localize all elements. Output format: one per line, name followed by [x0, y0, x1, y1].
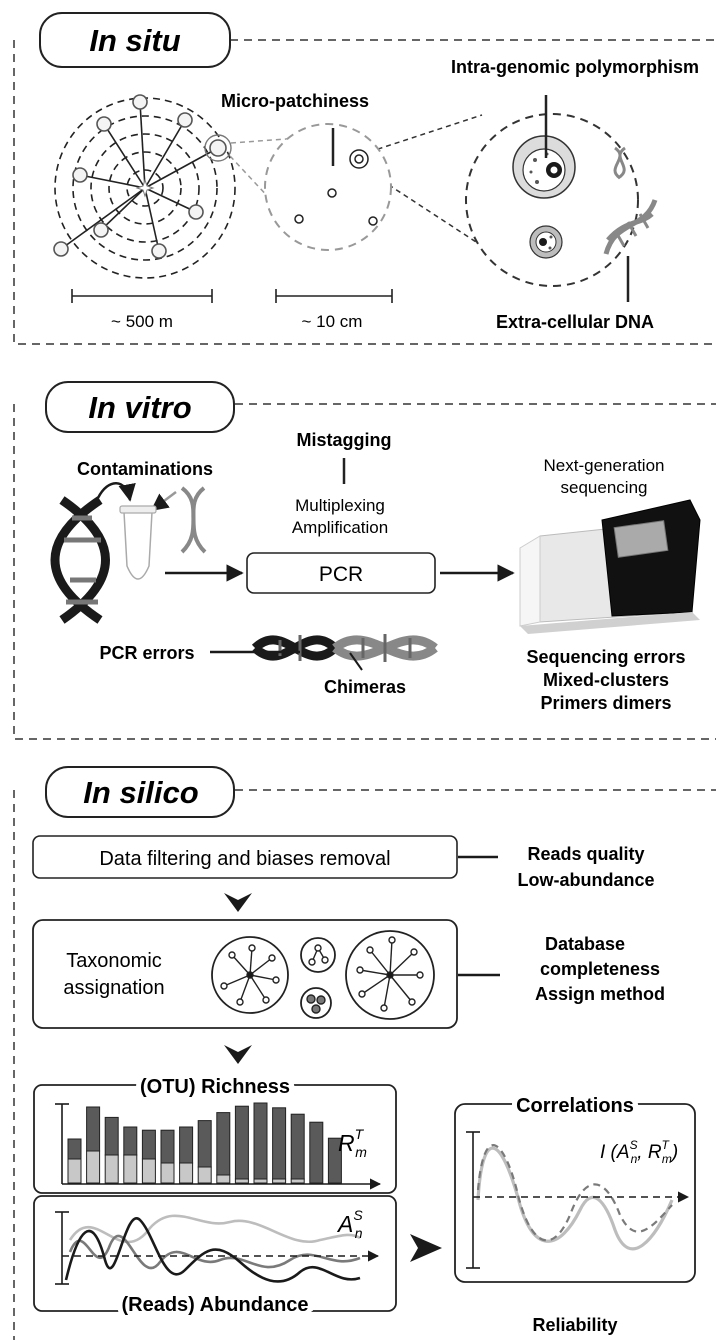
- in-situ-frame: [13, 39, 716, 345]
- taxonomy-clusters-icon: [211, 930, 435, 1020]
- richness-bar-top: [179, 1126, 194, 1164]
- abundance-label: (Reads) Abundance: [121, 1294, 308, 1316]
- assign-method-label: Assign method: [535, 984, 665, 1004]
- chimera-dna-icon: [251, 634, 438, 662]
- correlation-chart: [476, 1144, 674, 1251]
- richness-bar-top: [123, 1126, 138, 1156]
- in-silico-title: In silico: [83, 775, 198, 810]
- dna-large-icon: [603, 199, 658, 255]
- in-situ-section: In situ: [13, 12, 716, 345]
- multiplexing-label: Multiplexing: [295, 496, 385, 515]
- richness-bar-top: [272, 1107, 287, 1180]
- chimeras-label: Chimeras: [324, 677, 406, 697]
- dna-helix-icon: [50, 496, 110, 624]
- completeness-label: completeness: [540, 959, 660, 979]
- in-silico-title-box: [45, 766, 235, 818]
- ngs-label-line1: Next-generation: [544, 456, 665, 475]
- primers-dimers-label: Primers dimers: [540, 693, 671, 713]
- in-situ-title-box: [39, 12, 231, 68]
- correlation-axes: [466, 1131, 690, 1269]
- richness-bar-bottom: [290, 1178, 305, 1184]
- abundance-panel: [33, 1195, 397, 1312]
- richness-bar-top: [104, 1116, 119, 1156]
- scale-500m-label: ~ 500 m: [111, 312, 173, 331]
- richness-bar-top: [67, 1138, 82, 1160]
- richness-bar-bottom: [160, 1162, 175, 1184]
- amplification-label: Amplification: [292, 518, 388, 537]
- right-arrow: [410, 1234, 442, 1262]
- in-vitro-section: In vitro Mistagging Multiplexing Amplifi…: [13, 381, 716, 740]
- richness-chart: [67, 1102, 342, 1184]
- cells-icon: [465, 95, 639, 287]
- richness-bar-bottom: [86, 1150, 101, 1184]
- richness-bar-top: [197, 1120, 212, 1168]
- in-vitro-title: In vitro: [88, 390, 191, 425]
- micro-patch-icon: [264, 123, 392, 251]
- richness-bar-bottom: [179, 1162, 194, 1184]
- richness-bar-top: [253, 1102, 268, 1180]
- in-vitro-title-box: [45, 381, 235, 433]
- in-silico-frame: [13, 789, 716, 1340]
- contaminations-label: Contaminations: [77, 459, 213, 479]
- dna-contaminant-icon: [180, 486, 207, 554]
- taxonomy-label-line2: assignation: [63, 977, 164, 999]
- scale-bar-500m: [71, 289, 213, 303]
- abundance-series-line: [68, 1214, 361, 1244]
- pcr-label: PCR: [319, 563, 363, 586]
- abundance-axes: [55, 1211, 380, 1285]
- richness-bar-top: [141, 1129, 156, 1160]
- richness-bar-top: [309, 1121, 324, 1184]
- extracellular-label: Extra-cellular DNA: [496, 312, 654, 332]
- low-abundance-label: Low-abundance: [517, 870, 654, 890]
- richness-bar-bottom: [123, 1154, 138, 1184]
- in-vitro-frame: [13, 403, 716, 740]
- richness-bar-bottom: [216, 1174, 231, 1184]
- richness-axes: [55, 1103, 382, 1190]
- richness-bar-top: [290, 1113, 305, 1180]
- richness-bar-bottom: [253, 1178, 268, 1184]
- intra-genomic-label: Intra-genomic polymorphism: [451, 57, 699, 77]
- richness-label: (OTU) Richness: [140, 1076, 290, 1098]
- pcr-errors-label: PCR errors: [99, 643, 194, 663]
- micro-patchiness-label: Micro-patchiness: [221, 91, 369, 111]
- correlations-label: Correlations: [516, 1095, 634, 1117]
- filtering-label: Data filtering and biases removal: [99, 848, 390, 870]
- down-arrow-2: [224, 1045, 252, 1064]
- richness-bar-bottom: [141, 1158, 156, 1184]
- abundance-series-line: [68, 1234, 361, 1270]
- richness-bar-top: [86, 1106, 101, 1152]
- richness-bar-bottom: [272, 1178, 287, 1184]
- reliability-label: Reliability: [532, 1315, 617, 1335]
- richness-bar-top: [160, 1129, 175, 1164]
- taxonomy-label-line1: Taxonomic: [66, 950, 162, 972]
- reads-quality-label: Reads quality: [527, 844, 644, 864]
- pcr-box: [246, 552, 436, 594]
- database-label: Database: [545, 934, 625, 954]
- mistagging-label: Mistagging: [297, 430, 392, 450]
- ngs-label-line2: sequencing: [561, 478, 648, 497]
- richness-bar-top: [234, 1105, 249, 1180]
- seq-errors-label: Sequencing errors: [526, 647, 685, 667]
- richness-bar-bottom: [234, 1178, 249, 1184]
- richness-bar-bottom: [197, 1166, 212, 1184]
- correlations-panel: [454, 1103, 696, 1283]
- sampling-plot-icon: [53, 94, 236, 279]
- sequencer-icon: [519, 499, 701, 634]
- scale-bar-10cm: [275, 289, 393, 303]
- richness-bar-bottom: [104, 1154, 119, 1184]
- scale-10cm-label: ~ 10 cm: [302, 312, 363, 331]
- dna-small-icon: [613, 146, 626, 180]
- richness-bar-bottom: [67, 1158, 82, 1184]
- correlation-line-solid: [476, 1146, 674, 1251]
- in-silico-section: In silico Data filtering and biases remo…: [13, 766, 716, 1340]
- down-arrow-1: [224, 893, 252, 912]
- mixed-clusters-label: Mixed-clusters: [543, 670, 669, 690]
- richness-bar-top: [216, 1112, 231, 1176]
- tube-icon: [119, 505, 157, 580]
- richness-bar-top: [327, 1137, 342, 1184]
- filtering-box: [32, 835, 458, 879]
- in-situ-title: In situ: [89, 23, 180, 58]
